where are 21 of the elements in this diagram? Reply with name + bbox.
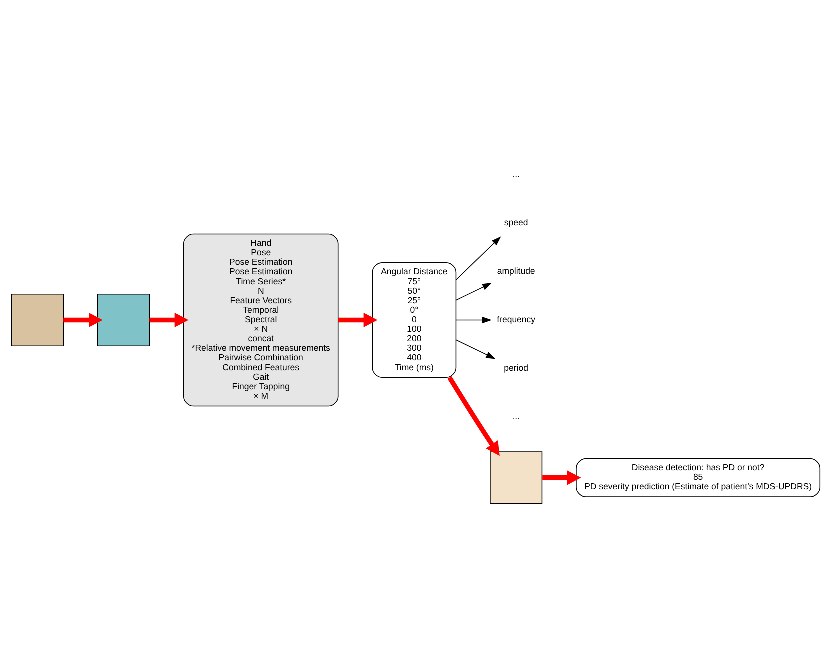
arrow xyxy=(338,312,378,328)
arrow xyxy=(456,283,492,301)
arrow xyxy=(64,312,103,328)
node-box xyxy=(97,294,150,347)
node-box: Hand Pose Pose Estimation Pose Estimation Time Series* N Feature Vectors Temporal Spectral × N concat *Relative movement measurements Pairwise Combination Combined Features Gait Finger Tapping × M xyxy=(183,234,339,407)
label: ... xyxy=(512,412,520,422)
node-text: amplitude xyxy=(497,266,536,276)
arrow xyxy=(456,340,496,360)
node-box xyxy=(490,452,543,504)
arrow xyxy=(456,316,492,324)
node-text: frequency xyxy=(497,314,536,324)
node-box: Angular Distance 75° 50° 25° 0° 0 100 200 300 400 Time (ms) xyxy=(372,262,457,378)
label: ... xyxy=(512,168,520,179)
arrow xyxy=(150,312,189,328)
arrow xyxy=(456,236,502,280)
node-box: Disease detection: has PD or not? 85 PD severity prediction (Estimate of patient’s MDS-UPDRS) xyxy=(576,458,821,498)
arrow xyxy=(542,470,582,486)
node-text: speed xyxy=(504,217,528,228)
node-box xyxy=(11,294,64,347)
node-text: period xyxy=(504,363,529,374)
arrow xyxy=(448,376,500,456)
